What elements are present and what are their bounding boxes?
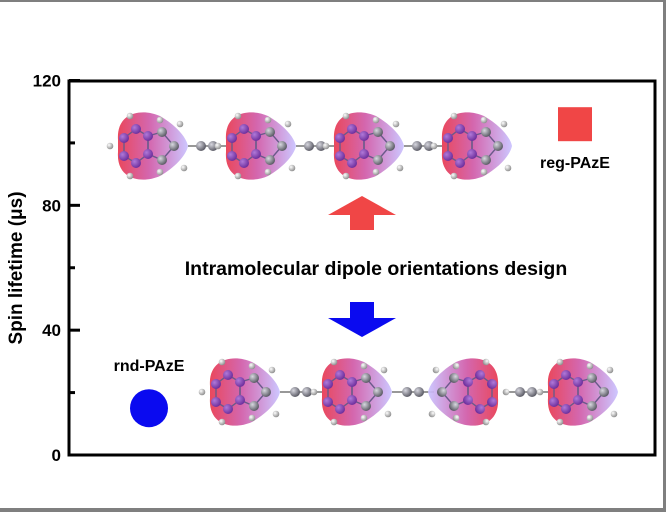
series-label-reg-PAzE: reg-PAzE — [540, 155, 610, 172]
y-axis-ticks: 0 40 80 120 — [33, 72, 80, 465]
marker-reg-PAzE — [558, 107, 592, 142]
y-tick-label: 0 — [52, 446, 61, 465]
molecule-unit — [310, 358, 392, 426]
arrow-down-icon — [328, 302, 396, 337]
molecule-unit — [214, 112, 296, 180]
molecular-chain — [198, 358, 618, 426]
molecule-illustrations — [106, 112, 618, 426]
center-annotation: Intramolecular dipole orientations desig… — [185, 258, 567, 280]
alkyne-linker — [392, 387, 434, 397]
marker-rnd-PAzE — [130, 389, 168, 428]
molecule-unit — [428, 358, 510, 426]
molecule-unit — [106, 112, 188, 180]
series-label-rnd-PAzE: rnd-PAzE — [114, 358, 185, 375]
arrow-up-icon — [328, 196, 396, 230]
y-tick-label: 120 — [33, 72, 61, 91]
molecule-unit — [536, 358, 618, 426]
y-tick-label: 40 — [42, 321, 61, 340]
molecule-unit — [430, 112, 512, 180]
alkyne-linker — [280, 387, 322, 397]
data-markers: reg-PAzE rnd-PAzE — [114, 107, 610, 428]
y-tick-label: 80 — [42, 196, 61, 215]
molecule-unit — [198, 358, 280, 426]
molecular-chain — [106, 112, 512, 180]
y-axis-title: Spin lifetime (μs) — [6, 191, 27, 344]
molecule-unit — [322, 112, 404, 180]
